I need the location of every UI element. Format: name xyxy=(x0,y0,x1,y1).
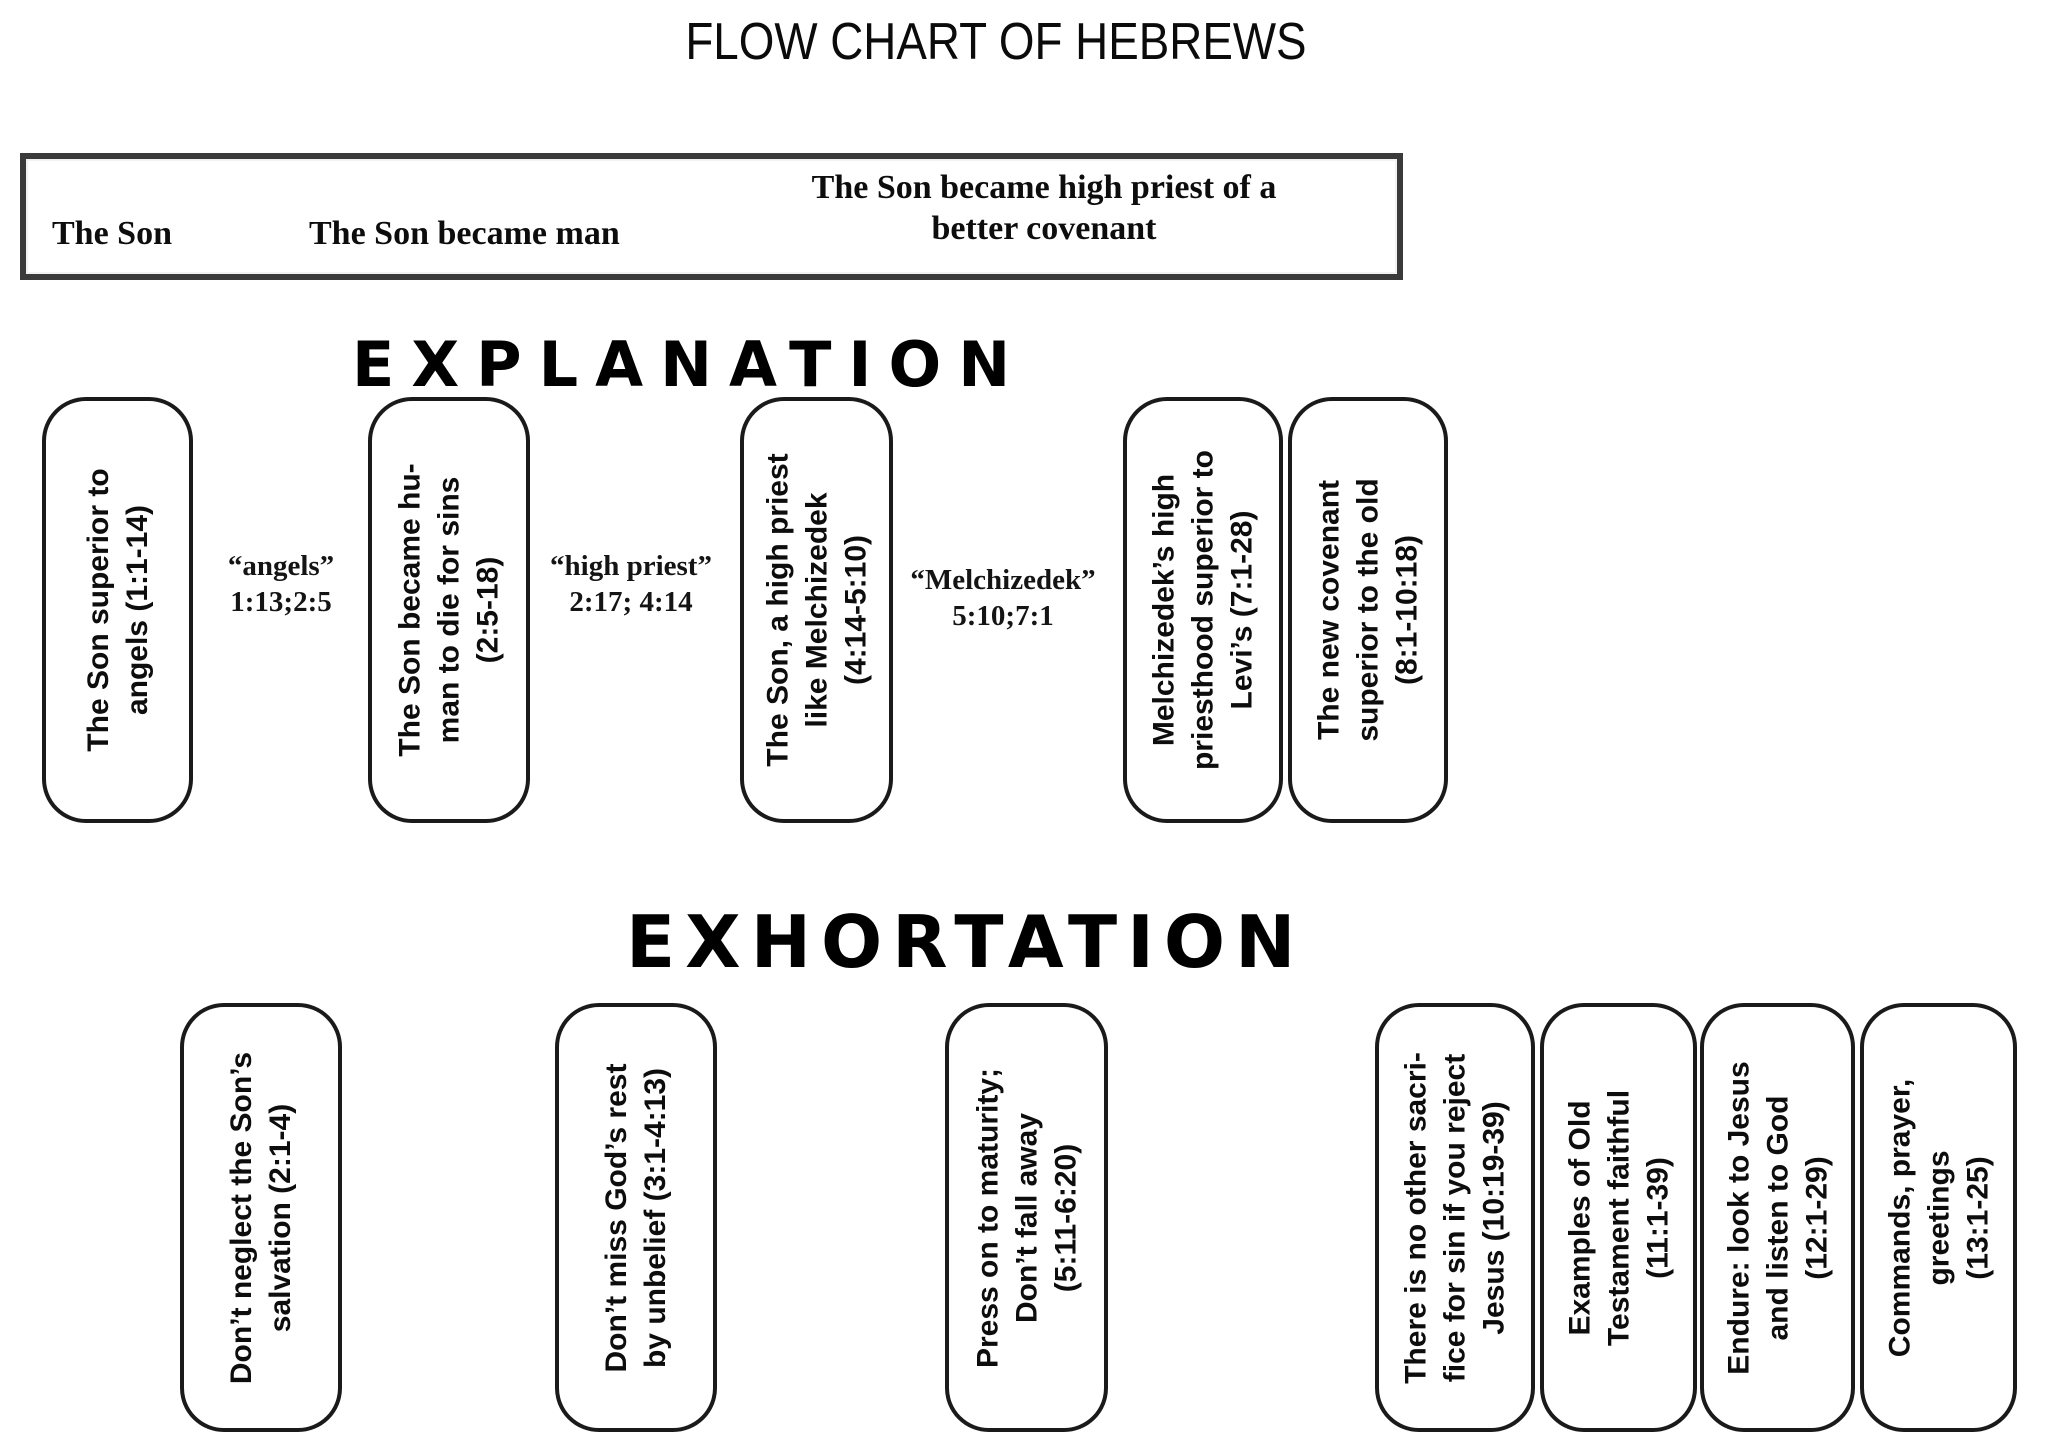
explanation-box-son-became-human: The Son became hu- man to die for sins (… xyxy=(368,397,530,823)
exhortation-box-endure-look-to-jesus: Endure: look to Jesus and listen to God … xyxy=(1700,1003,1855,1432)
header-timeline-box: The Son The Son became man The Son becam… xyxy=(20,153,1403,280)
exhortation-box-examples-of-faithful: Examples of Old Testament faithful (11:1… xyxy=(1540,1003,1697,1432)
box-label: Don’t miss God’s rest by unbelief (3:1-4… xyxy=(600,1063,672,1372)
connector-high-priest: “high priest” 2:17; 4:14 xyxy=(550,550,712,618)
box-label: Endure: look to Jesus and listen to God … xyxy=(1722,1060,1833,1375)
exhortation-box-dont-miss-gods-rest: Don’t miss God’s rest by unbelief (3:1-4… xyxy=(555,1003,717,1432)
header-section-high-priest-better-covenant: The Son became high priest of a better c… xyxy=(811,169,1277,247)
box-label: Commands, prayer, greetings (13:1-25) xyxy=(1883,1078,1994,1357)
page-title-text: FLOW CHART OF HEBREWS xyxy=(685,13,1307,71)
connector-angels: “angels” 1:13;2:5 xyxy=(227,550,335,618)
box-label: The Son, a high priest like Melchizedek … xyxy=(761,453,872,767)
exhortation-heading: EXHORTATION xyxy=(626,900,1306,984)
explanation-box-new-covenant-superior: The new covenant superior to the old (8:… xyxy=(1288,397,1448,823)
header-section-son-became-man: The Son became man xyxy=(309,215,620,252)
box-label: Examples of Old Testament faithful (11:1… xyxy=(1563,1089,1674,1346)
connector-melchizedek: “Melchizedek” 5:10;7:1 xyxy=(910,564,1096,632)
exhortation-box-press-on-to-maturity: Press on to maturity; Don’t fall away (5… xyxy=(945,1003,1108,1432)
explanation-heading: EXPLANATION xyxy=(352,328,1028,401)
exhortation-box-commands-prayer-greetings: Commands, prayer, greetings (13:1-25) xyxy=(1860,1003,2017,1432)
box-label: The new covenant superior to the old (8:… xyxy=(1312,478,1424,742)
header-section-the-son: The Son xyxy=(52,215,172,252)
box-label: There is no other sacri- fice for sin if… xyxy=(1399,1051,1511,1384)
box-label: Don’t neglect the Son’s salvation (2:1-4… xyxy=(225,1051,297,1384)
explanation-box-high-priest-like-melchizedek: The Son, a high priest like Melchizedek … xyxy=(740,397,893,823)
page-title: FLOW CHART OF HEBREWS xyxy=(0,12,1992,72)
explanation-box-melchizedek-priesthood-superior: Melchizedek’s high priesthood superior t… xyxy=(1123,397,1283,823)
explanation-box-son-superior-to-angels: The Son superior to angels (1:1-14) xyxy=(42,397,193,823)
box-label: Melchizedek’s high priesthood superior t… xyxy=(1147,450,1259,771)
box-label: Press on to maturity; Don’t fall away (5… xyxy=(971,1067,1082,1368)
exhortation-box-no-other-sacrifice: There is no other sacri- fice for sin if… xyxy=(1375,1003,1535,1432)
box-label: The Son superior to angels (1:1-14) xyxy=(81,468,154,752)
exhortation-box-dont-neglect-salvation: Don’t neglect the Son’s salvation (2:1-4… xyxy=(180,1003,342,1432)
